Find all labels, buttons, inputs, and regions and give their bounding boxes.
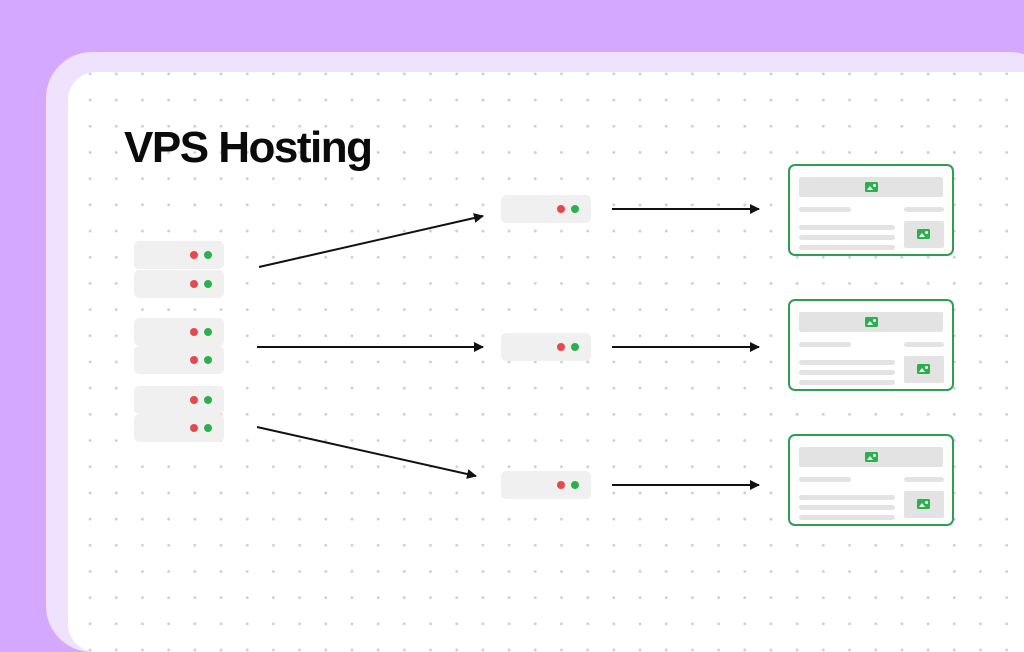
status-led-green	[571, 481, 579, 489]
text-line	[799, 225, 895, 230]
virtual-server-2	[501, 333, 591, 361]
text-line	[799, 245, 895, 250]
text-line	[799, 380, 895, 385]
image-icon	[917, 499, 930, 509]
flow-arrows	[256, 204, 760, 490]
status-led-red	[190, 328, 198, 336]
text-line	[799, 515, 895, 520]
status-led-red	[557, 481, 565, 489]
image-icon	[917, 229, 930, 239]
status-led-green	[204, 356, 212, 364]
text-line	[799, 505, 895, 510]
thumbnail	[904, 356, 944, 383]
status-led-red	[190, 424, 198, 432]
status-led-red	[557, 205, 565, 213]
status-led-green	[204, 396, 212, 404]
text-line	[799, 235, 895, 240]
status-led-green	[571, 205, 579, 213]
text-line	[799, 360, 895, 365]
website-banner	[799, 447, 943, 467]
server-unit	[134, 270, 224, 298]
status-led-green	[204, 251, 212, 259]
text-line	[799, 207, 851, 212]
server-unit	[134, 386, 224, 414]
virtual-server-1	[501, 195, 591, 223]
arrow-server-to-vps-3	[256, 426, 477, 479]
website-card-3	[788, 434, 954, 526]
side-text-line	[904, 477, 944, 482]
thumbnail	[904, 491, 944, 518]
diagram-title: VPS Hosting	[124, 123, 373, 172]
status-led-green	[204, 424, 212, 432]
text-line	[799, 342, 851, 347]
image-icon	[865, 317, 878, 327]
text-line	[799, 477, 851, 482]
side-text-line	[904, 207, 944, 212]
virtual-server-3	[501, 471, 591, 499]
status-led-red	[190, 251, 198, 259]
text-line	[799, 495, 895, 500]
image-icon	[917, 364, 930, 374]
text-line	[799, 370, 895, 375]
server-unit	[134, 241, 224, 269]
thumbnail	[904, 221, 944, 248]
image-icon	[865, 452, 878, 462]
status-led-green	[571, 343, 579, 351]
status-led-red	[190, 396, 198, 404]
status-led-red	[190, 280, 198, 288]
status-led-green	[204, 280, 212, 288]
image-icon	[865, 182, 878, 192]
arrow-server-to-vps-1	[258, 213, 484, 268]
server-unit	[134, 346, 224, 374]
status-led-red	[190, 356, 198, 364]
website-banner	[799, 312, 943, 332]
server-unit	[134, 318, 224, 346]
side-text-line	[904, 342, 944, 347]
status-led-green	[204, 328, 212, 336]
server-unit	[134, 414, 224, 442]
website-card-2	[788, 299, 954, 391]
website-banner	[799, 177, 943, 197]
status-led-red	[557, 343, 565, 351]
website-card-1	[788, 164, 954, 256]
